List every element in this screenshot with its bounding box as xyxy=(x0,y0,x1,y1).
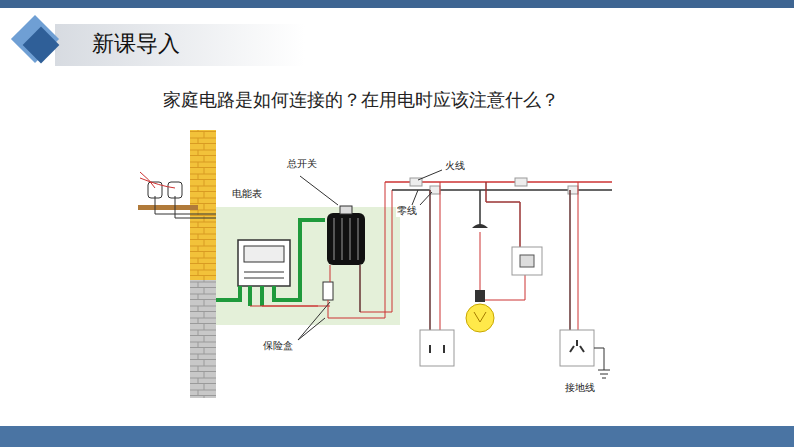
part-label: 零线 xyxy=(396,205,418,217)
part-label: 火线 xyxy=(444,160,466,172)
part-label: 保险盒 xyxy=(262,340,294,352)
question-text: 家庭电路是如何连接的？在用电时应该注意什么？ xyxy=(163,89,559,111)
part-label: 接地线 xyxy=(564,382,596,394)
part-label: 电能表 xyxy=(231,188,263,200)
slide-title: 新课导入 xyxy=(92,31,180,57)
part-label: 总开关 xyxy=(286,158,318,170)
